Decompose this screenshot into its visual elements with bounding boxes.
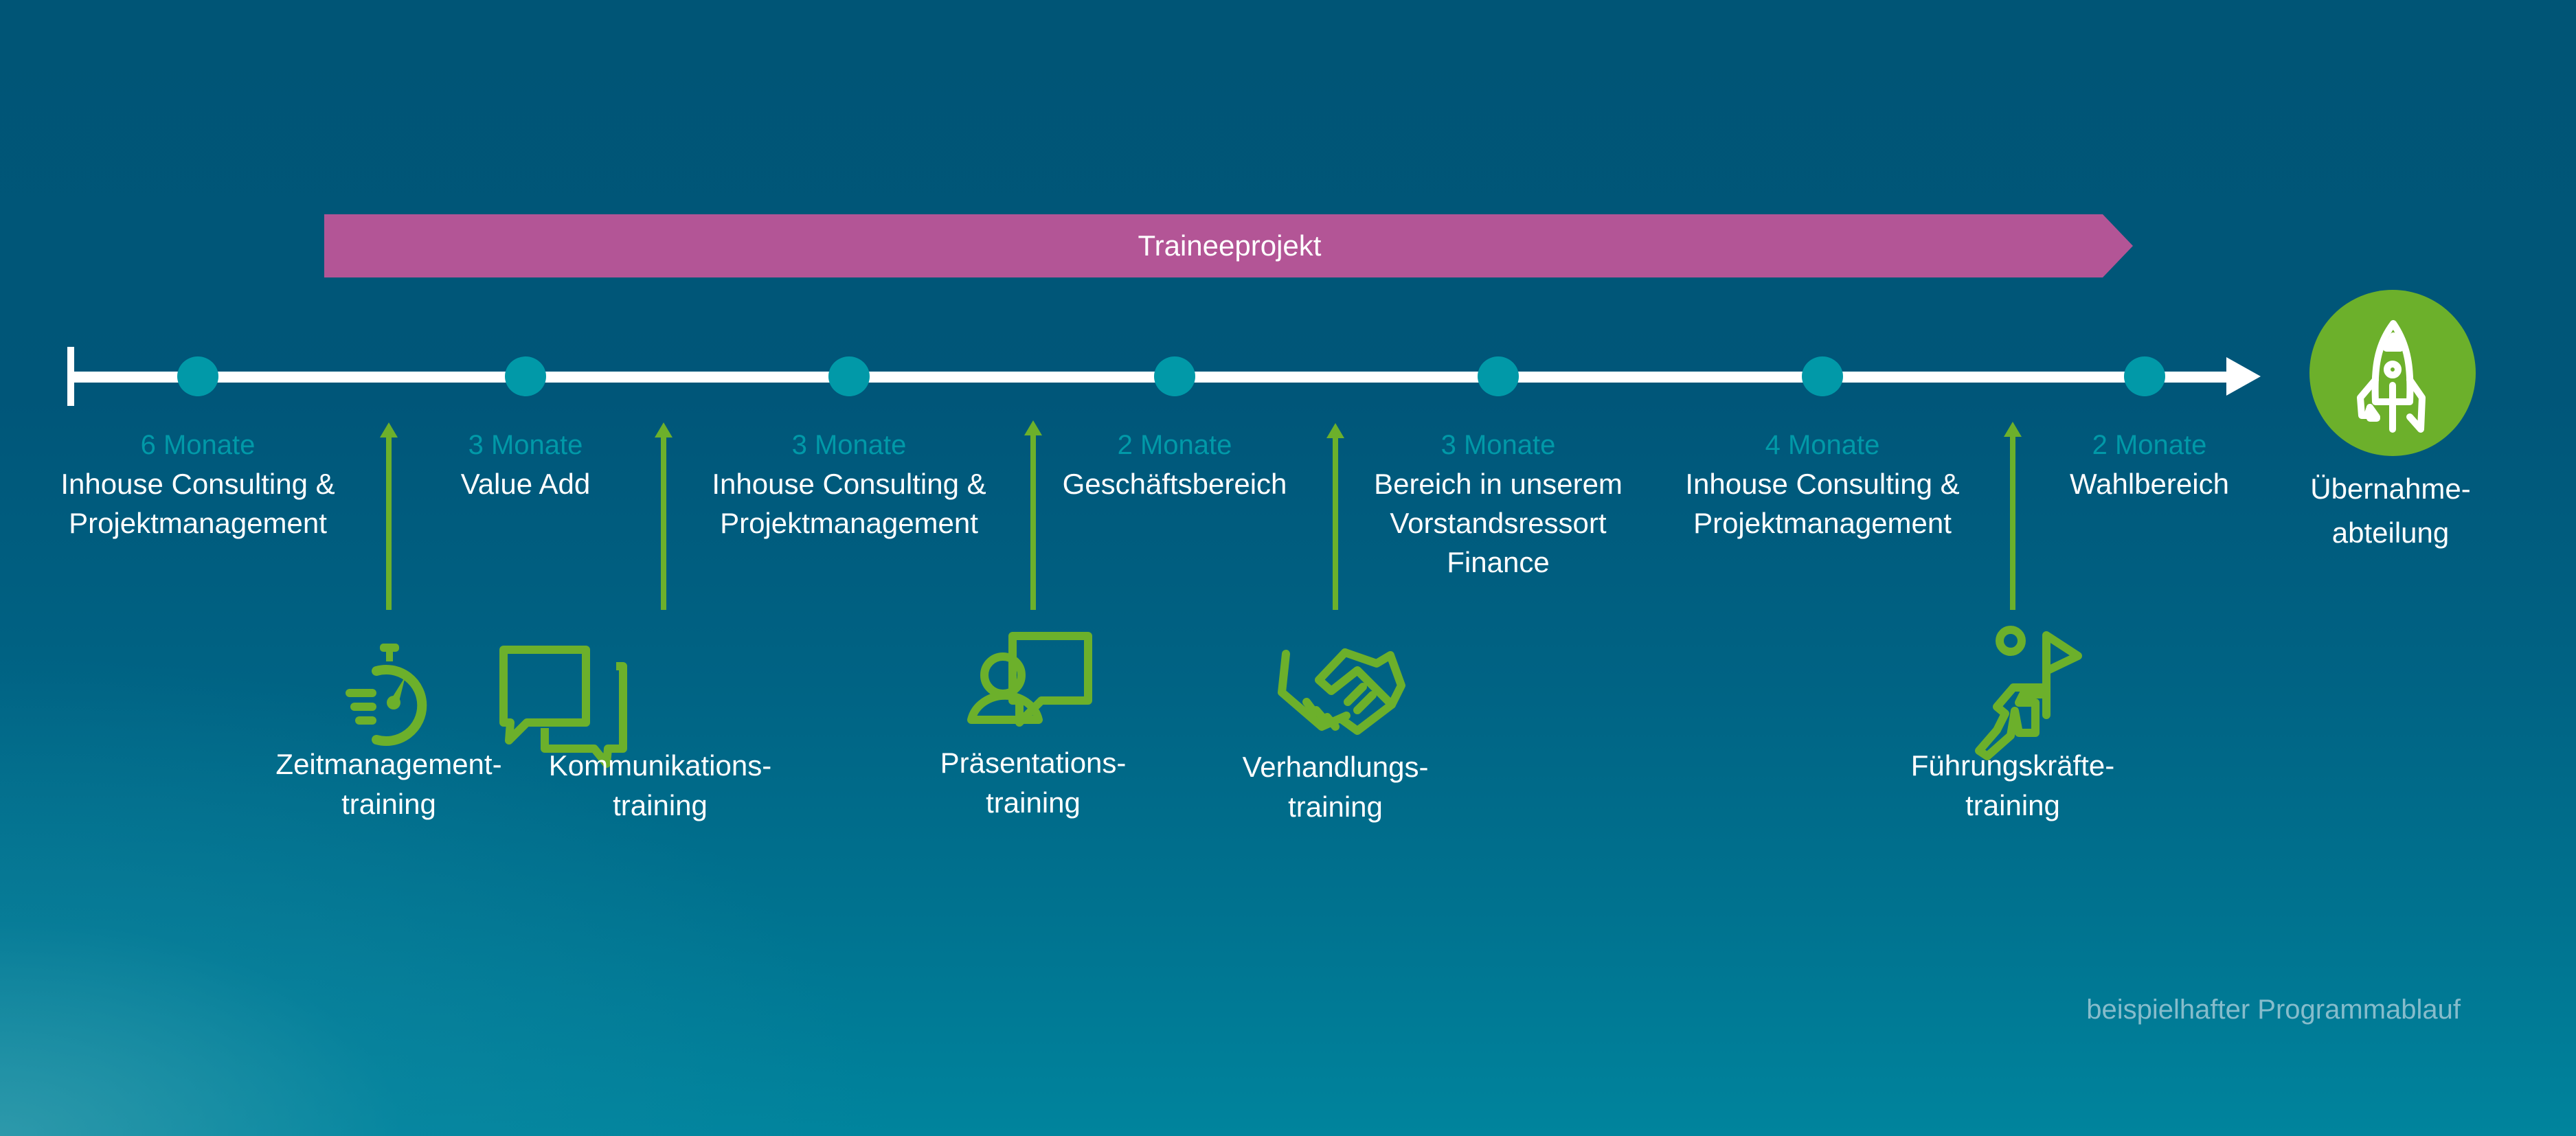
rocket-icon [2357,320,2426,433]
phase-duration: 3 Monate [791,430,907,460]
project-bar [324,214,2133,277]
milestone-dot [505,356,546,396]
handshake-icon [1278,648,1405,735]
milestone-dot [828,356,870,396]
training-label-zeitmanagement: Zeitmanagement- training [275,748,502,820]
training-arrow [655,422,673,610]
training-arrow [2004,422,2022,610]
footnote: beispielhafter Programmablauf [2086,995,2461,1025]
milestone-dot [177,356,218,396]
training-label-fuehrungskraefte: Führungskräfte- training [1910,749,2115,821]
training-label-kommunikation: Kommunikations- training [548,749,772,821]
milestone-dots [177,356,2165,396]
phase-name: Inhouse Consulting & Projektmanagement [1685,468,1960,539]
phase-duration: 3 Monate [1440,430,1556,460]
training-label-verhandlung: Verhandlungs- training [1242,751,1429,823]
phase-name: Inhouse Consulting & Projektmanagement [712,468,986,539]
training-arrows [380,420,2022,610]
phase-duration: 2 Monate [1117,430,1232,460]
phase-duration: 4 Monate [1765,430,1880,460]
destination-badge [2309,290,2476,456]
project-bar-label: Traineeprojekt [1138,229,1322,262]
milestone-dot [1478,356,1519,396]
stopwatch-icon [346,644,427,746]
training-arrow [1024,420,1042,610]
phase-duration: 6 Monate [140,430,256,460]
destination-label: Übernahme- abteilung [2310,473,2471,549]
timeline-arrowhead [2226,357,2261,396]
presenter-icon [967,632,1092,727]
milestone-dot [2124,356,2165,396]
phase-duration: 3 Monate [468,430,583,460]
milestone-dot [1154,356,1195,396]
phase-name: Wahlbereich [2070,468,2229,500]
phase-name: Bereich in unserem Vorstandsressort Fina… [1374,468,1623,578]
leader-flag-icon [1975,626,2082,760]
phase-name: Value Add [460,468,591,500]
milestone-dot [1802,356,1843,396]
phase-name: Inhouse Consulting & Projektmanagement [60,468,335,539]
phase-name: Geschäftsbereich [1062,468,1287,500]
phase-duration: 2 Monate [2092,430,2207,460]
training-arrow [380,422,398,610]
speech-bubbles-icon [499,646,627,768]
training-arrow [1326,423,1344,610]
training-label-praesentation: Präsentations- training [940,747,1127,819]
